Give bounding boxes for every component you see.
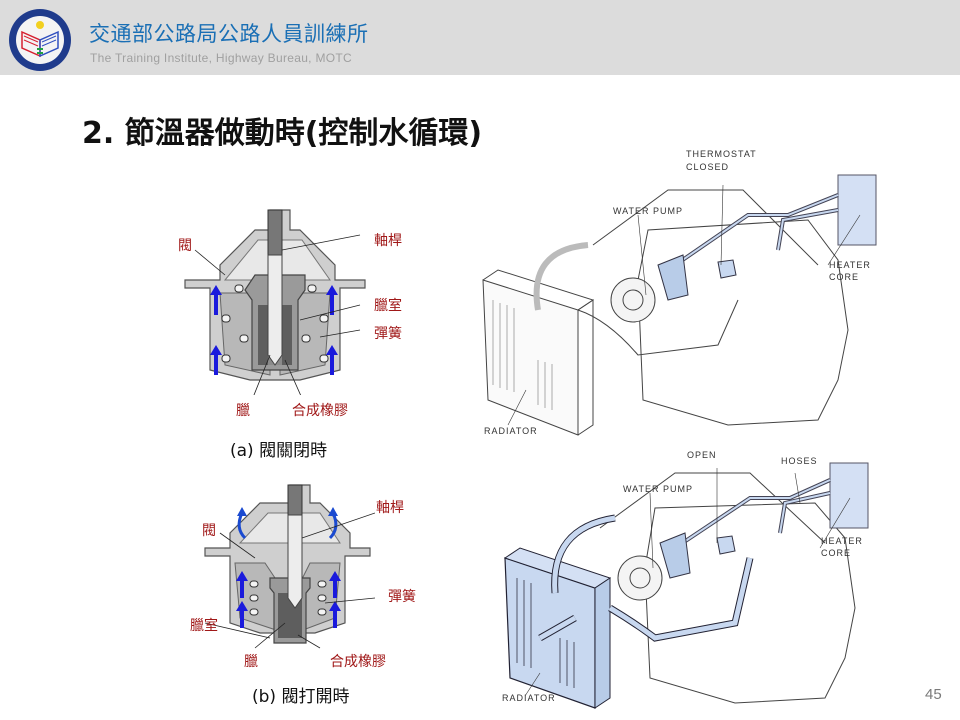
label-thermostat-closed: CLOSED [686, 162, 730, 172]
slide-title: 2. 節溫器做動時(控制水循環) [82, 116, 483, 151]
flow-arrows [210, 285, 338, 375]
label-hoses: HOSES [781, 456, 818, 466]
label-shaft: 軸桿 [374, 233, 402, 249]
label-shaft-open: 軸桿 [376, 500, 404, 516]
label-heater-open: HEATER [821, 536, 863, 546]
label-synthetic-rubber-open: 合成橡膠 [330, 654, 386, 670]
label-radiator-open: RADIATOR [502, 693, 556, 703]
label-synthetic-rubber: 合成橡膠 [292, 403, 348, 419]
label-spring: 彈簧 [374, 326, 402, 342]
label-wax-chamber-open: 臘室 [190, 618, 218, 634]
label-spring-open: 彈簧 [388, 589, 416, 605]
label-water-pump: WATER PUMP [613, 206, 683, 216]
label-heater: HEATER [829, 260, 871, 270]
caption-closed: (a) 閥關閉時 [230, 441, 328, 461]
org-name-en: The Training Institute, Highway Bureau, … [90, 51, 352, 65]
label-wax: 臘 [236, 403, 250, 419]
page-number: 45 [925, 686, 942, 703]
header-banner: 交通部公路局公路人員訓練所 The Training Institute, Hi… [0, 0, 960, 75]
label-wax-open: 臘 [244, 654, 258, 670]
thermostat-open-diagram [204, 484, 375, 649]
institute-emblem-icon [9, 9, 71, 71]
label-wax-chamber: 臘室 [374, 298, 402, 314]
thermostat-closed-diagram [184, 209, 366, 395]
label-valve: 閥 [178, 238, 192, 254]
label-core: CORE [829, 272, 860, 282]
flow-arrows [236, 571, 341, 628]
org-name-zh: 交通部公路局公路人員訓練所 [89, 22, 369, 46]
label-core-open: CORE [821, 548, 852, 558]
label-water-pump-open: WATER PUMP [623, 484, 693, 494]
label-radiator: RADIATOR [484, 426, 538, 436]
engine-cooling-closed-diagram [482, 174, 877, 436]
label-thermostat: THERMOSTAT [686, 149, 757, 159]
label-valve-open: 閥 [202, 523, 216, 539]
caption-open: (b) 閥打開時 [252, 687, 350, 707]
engine-cooling-open-diagram [503, 462, 869, 709]
label-open: OPEN [687, 450, 717, 460]
